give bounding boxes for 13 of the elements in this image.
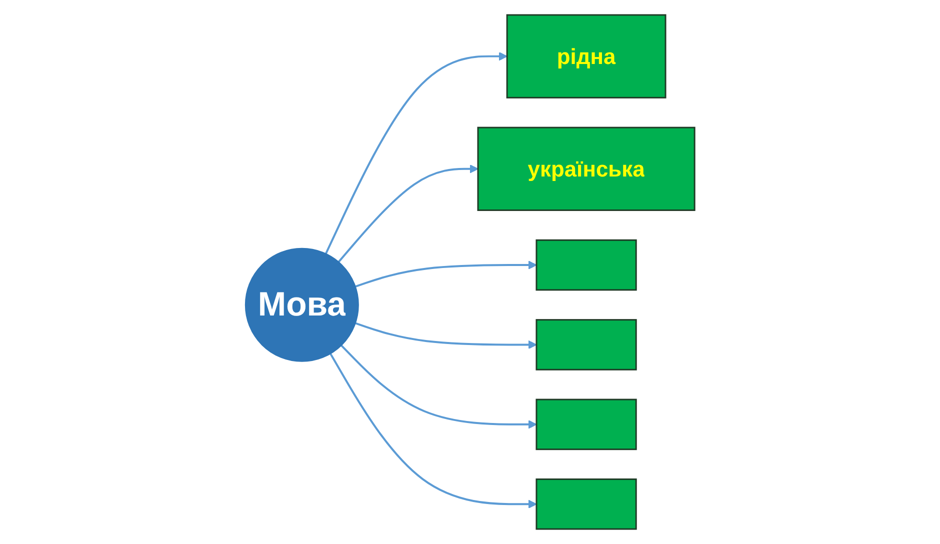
node-box: рідна [506, 14, 666, 98]
arrow [340, 344, 537, 429]
node-box [536, 239, 637, 291]
node-box [536, 398, 637, 450]
arrow [338, 164, 478, 263]
node-box [536, 319, 637, 370]
node-circle: Мова [244, 248, 359, 362]
arrow [355, 260, 537, 288]
node-box [536, 478, 637, 530]
node-box: українська [477, 126, 696, 211]
arrow [324, 52, 508, 254]
arrow [355, 322, 537, 350]
arrow [330, 353, 537, 508]
